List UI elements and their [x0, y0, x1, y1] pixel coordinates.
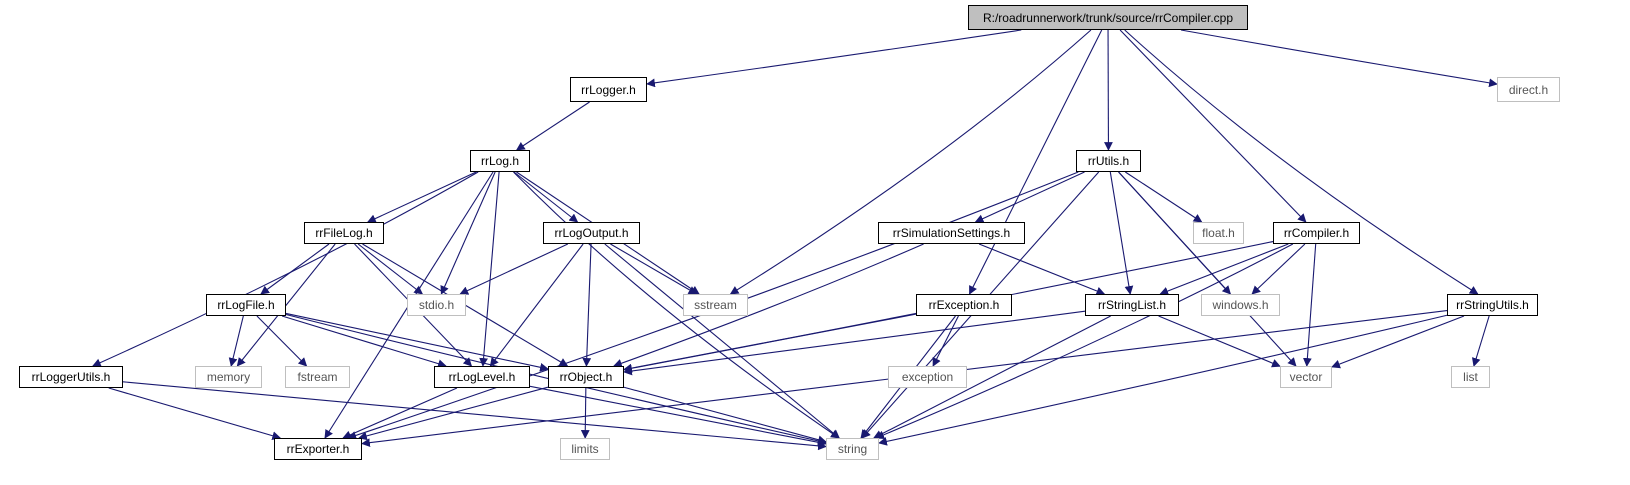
edge-rrSimSettings-to-rrObject [613, 243, 924, 368]
edge-rrLog-to-stdio [440, 171, 496, 295]
edge-rrLogger-to-rrLog [515, 101, 590, 151]
edge-rrFileLog-to-rrLogFile [260, 243, 330, 295]
node-rrLog[interactable]: rrLog.h [470, 150, 530, 172]
edge-rrStringList-to-string [873, 315, 1111, 439]
edge-rrLoggerUtils-to-string [122, 381, 827, 451]
edge-rrSimSettings-to-rrStringList [978, 243, 1106, 296]
node-windows[interactable]: windows.h [1201, 294, 1280, 316]
node-root[interactable]: R:/roadrunnerwork/trunk/source/rrCompile… [968, 5, 1248, 30]
node-rrLogger[interactable]: rrLogger.h [570, 77, 647, 102]
node-float[interactable]: float.h [1193, 222, 1244, 244]
node-rrLogLevel[interactable]: rrLogLevel.h [434, 366, 530, 388]
node-string[interactable]: string [826, 438, 879, 460]
edge-rrLog-to-rrLogOutput [513, 171, 579, 223]
edge-rrStringList-to-vector [1158, 315, 1281, 368]
edge-rrLogOutput-to-rrObject [582, 243, 592, 367]
edge-rrLogLevel-to-string [529, 385, 827, 447]
edge-root-to-rrException [969, 29, 1103, 295]
edge-root-to-rrCompiler [1119, 29, 1307, 223]
edge-rrLogOutput-to-stdio [459, 243, 569, 295]
edge-rrLogLevel-to-rrExporter [342, 387, 458, 439]
node-rrLogOutput[interactable]: rrLogOutput.h [543, 222, 640, 244]
node-rrUtils[interactable]: rrUtils.h [1076, 150, 1141, 172]
edge-rrLogOutput-to-string [604, 243, 840, 439]
edge-rrLogOutput-to-rrLogLevel [489, 243, 584, 367]
edge-rrObject-to-limits [580, 387, 590, 439]
node-rrObject[interactable]: rrObject.h [548, 366, 624, 388]
node-sstream[interactable]: sstream [683, 294, 748, 316]
node-rrLoggerUtils[interactable]: rrLoggerUtils.h [19, 366, 123, 388]
edge-rrCompiler-to-vector [1302, 243, 1317, 367]
node-vector[interactable]: vector [1280, 366, 1332, 388]
node-direct[interactable]: direct.h [1497, 77, 1560, 102]
node-stdio[interactable]: stdio.h [407, 294, 466, 316]
edge-rrException-to-exception [932, 315, 959, 367]
edge-rrCompiler-to-windows [1251, 243, 1306, 295]
edge-rrLogOutput-to-sstream [610, 243, 698, 295]
edge-root-to-rrLogger [646, 29, 1022, 88]
edge-rrLogFile-to-rrLogLevel [281, 315, 447, 368]
edge-rrLogFile-to-rrObject [285, 312, 549, 372]
node-rrSimSettings[interactable]: rrSimulationSettings.h [878, 222, 1025, 244]
edge-rrStringUtils-to-string [878, 314, 1448, 446]
edge-rrUtils-to-rrSimSettings [974, 171, 1085, 223]
node-exception[interactable]: exception [888, 366, 967, 388]
node-limits[interactable]: limits [560, 438, 610, 460]
edge-rrLogFile-to-memory [228, 315, 244, 367]
edge-rrLog-to-rrLoggerUtils [92, 171, 479, 367]
edge-rrUtils-to-vector [1118, 171, 1297, 367]
edge-rrLog-to-rrLogLevel [479, 171, 500, 367]
node-memory[interactable]: memory [195, 366, 262, 388]
edge-rrCompiler-to-rrStringList [1159, 243, 1289, 296]
edge-root-to-rrStringUtils [1124, 29, 1479, 295]
edge-root-to-direct [1180, 29, 1498, 88]
edge-rrStringList-to-rrObject [623, 310, 1086, 376]
edge-rrStringUtils-to-list [1471, 315, 1490, 367]
edge-rrCompiler-to-string [875, 243, 1294, 439]
edge-root-to-sstream [729, 29, 1092, 295]
node-rrExporter[interactable]: rrExporter.h [274, 438, 362, 460]
edge-rrLogFile-to-fstream [256, 315, 308, 367]
edge-rrFileLog-to-stdio [357, 243, 424, 295]
edge-rrObject-to-rrExporter [358, 386, 549, 441]
node-rrLogFile[interactable]: rrLogFile.h [206, 294, 286, 316]
edge-rrUtils-to-float [1125, 171, 1203, 223]
edge-rrLoggerUtils-to-rrExporter [108, 387, 282, 441]
node-fstream[interactable]: fstream [285, 366, 350, 388]
node-rrStringList[interactable]: rrStringList.h [1085, 294, 1179, 316]
node-rrException[interactable]: rrException.h [916, 294, 1012, 316]
edge-rrLog-to-rrFileLog [367, 171, 477, 223]
node-list[interactable]: list [1451, 366, 1490, 388]
edge-rrStringUtils-to-vector [1331, 315, 1465, 369]
node-rrCompiler[interactable]: rrCompiler.h [1273, 222, 1360, 244]
node-rrFileLog[interactable]: rrFileLog.h [304, 222, 384, 244]
edge-rrLog-to-string [513, 171, 840, 439]
edge-rrUtils-to-rrStringList [1109, 171, 1134, 295]
edge-rrFileLog-to-memory [236, 243, 336, 367]
edge-rrException-to-rrObject [623, 313, 917, 373]
edge-rrObject-to-string [623, 386, 827, 445]
node-rrStringUtils[interactable]: rrStringUtils.h [1447, 294, 1538, 316]
